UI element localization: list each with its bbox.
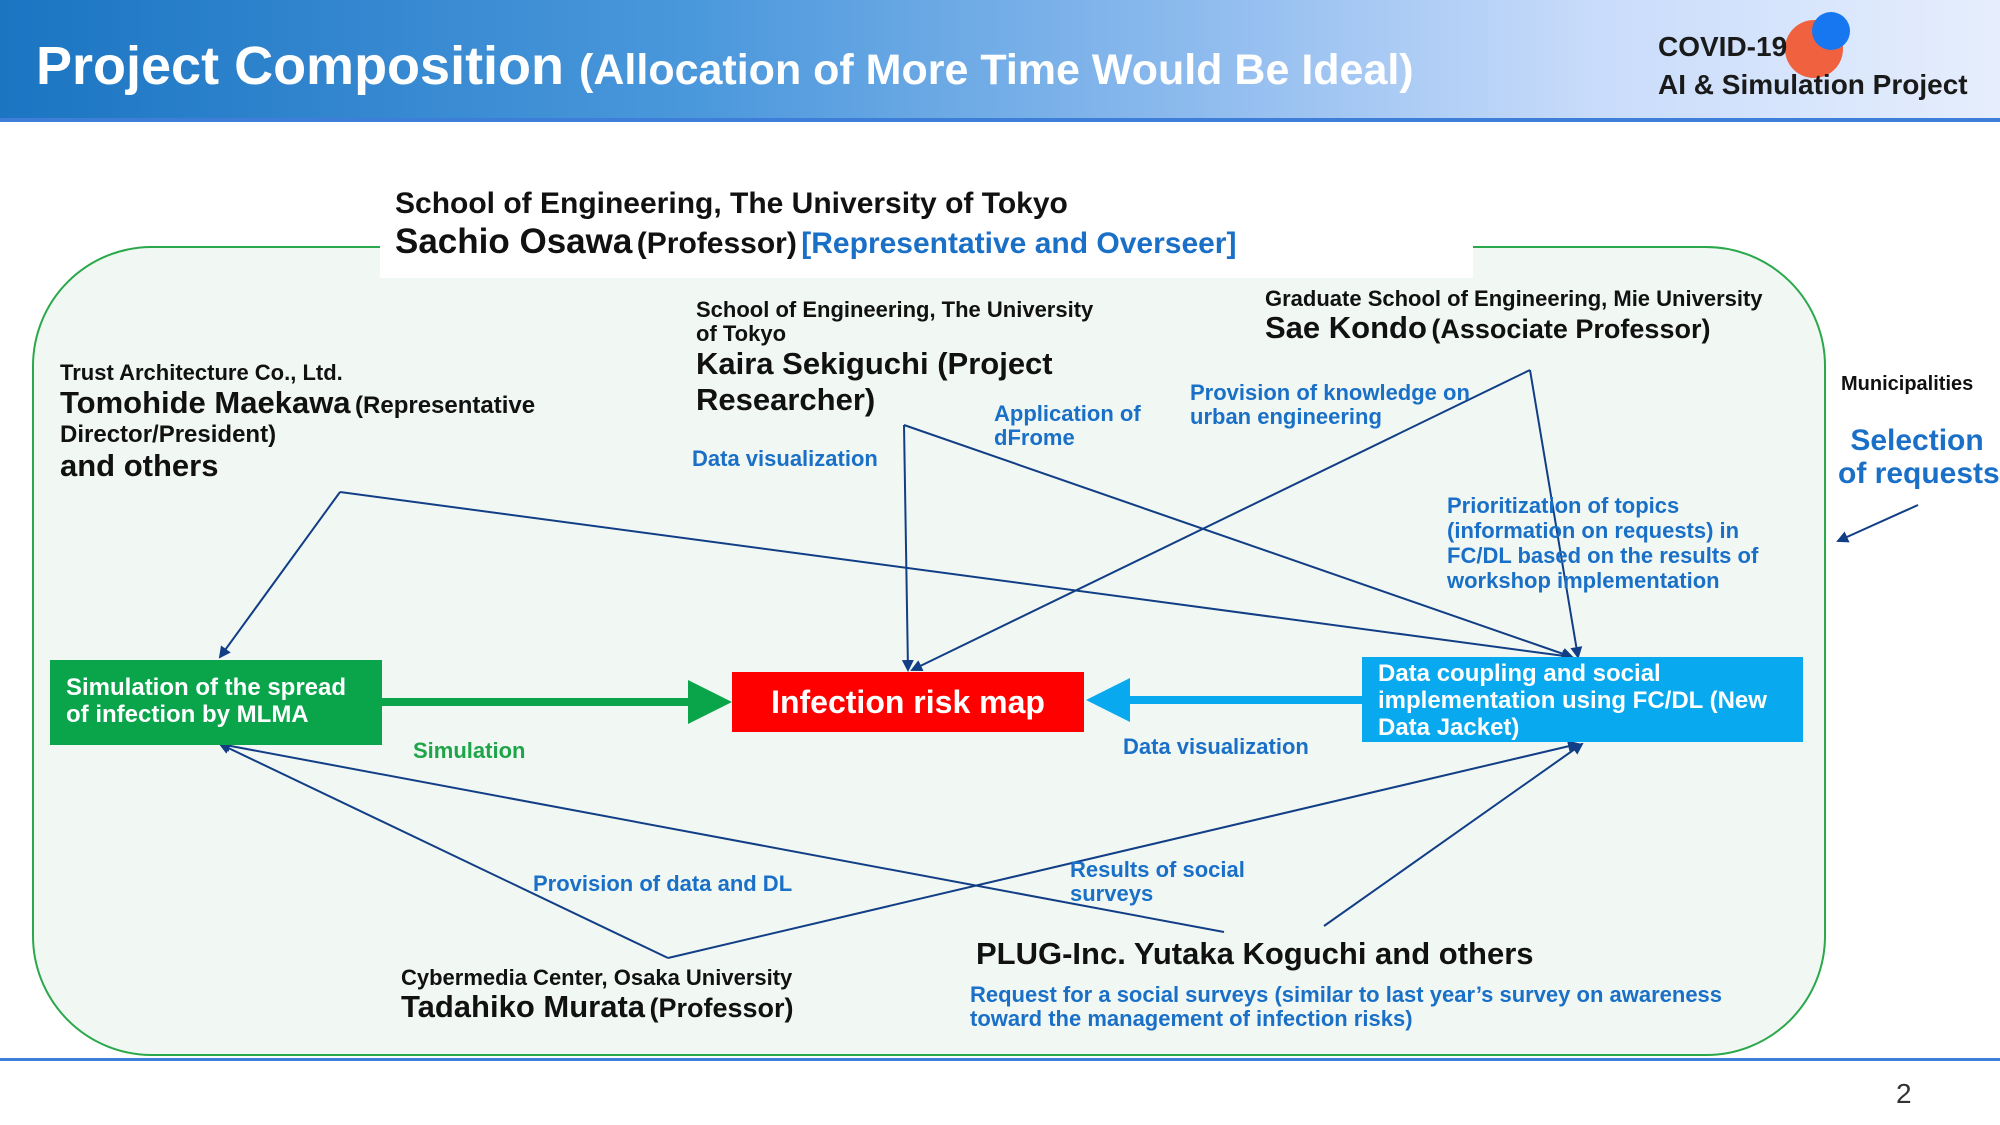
maekawa-role-line-1: (Representative [355, 392, 536, 419]
simulation-node-line-1: Simulation of the spread [66, 674, 347, 701]
label-provision-knowledge-line-2: urban engineering [1190, 404, 1382, 429]
label-prioritization-line-3: FC/DL based on the results of [1447, 543, 1759, 568]
label-data-visualization-right: Data visualization [1123, 734, 1309, 759]
arrow-maekawa-to-datacoupling [339, 491, 1574, 662]
label-results-social-line-1: Results of social [1070, 857, 1245, 882]
arrow-murata-to-simulation [218, 742, 669, 959]
maekawa-org: Trust Architecture Co., Ltd. [60, 360, 343, 385]
label-simulation: Simulation [413, 738, 526, 763]
kondo-org: Graduate School of Engineering, Mie Univ… [1265, 286, 1763, 311]
footer-line [0, 1058, 2000, 1061]
kondo-role: (Associate Professor) [1431, 314, 1711, 344]
logo-blue-circle-icon [1812, 12, 1850, 50]
sekiguchi-org-line-1: School of Engineering, The University [696, 297, 1094, 322]
maekawa-role-line-2: Director/President) [60, 421, 277, 448]
title-underline [0, 118, 2000, 122]
label-data-visualization-top: Data visualization [692, 446, 878, 471]
plug-note-line-1: Request for a social surveys (similar to… [970, 982, 1723, 1007]
arrow-sekiguchi-to-datacoupling [903, 424, 1574, 660]
simulation-node-line-2: of infection by MLMA [66, 701, 309, 728]
label-prioritization-line-2: (information on requests) in [1447, 518, 1740, 543]
plug-note-line-2: toward the management of infection risks… [970, 1006, 1413, 1031]
selection-line-1: Selection [1850, 424, 1984, 457]
label-results-social-line-2: surveys [1070, 881, 1154, 906]
title-main: Project Composition [36, 36, 565, 96]
sekiguchi-org-line-2: of Tokyo [696, 321, 787, 346]
sekiguchi-name-line-1: Kaira Sekiguchi (Project [696, 346, 1053, 381]
arrow-plug-to-datacoupling [1323, 742, 1584, 927]
lead-person: Sachio Osawa (Professor) [Representative… [395, 224, 1236, 261]
arrow-sekiguchi-to-riskmap [901, 424, 914, 672]
murata-role: (Professor) [649, 993, 794, 1023]
data-visualization-arrow-head [1086, 678, 1130, 722]
lead-role: (Professor) [636, 227, 797, 260]
arrow-maekawa-to-simulation [218, 491, 341, 659]
maekawa-others: and others [60, 448, 219, 483]
label-provision-data-dl: Provision of data and DL [533, 871, 793, 896]
label-application-line-2: dFrome [994, 425, 1075, 450]
murata-org: Cybermedia Center, Osaka University [401, 965, 793, 990]
plug-name: PLUG-Inc. Yutaka Koguchi and others [976, 936, 1534, 971]
arrow-plug-to-simulation [218, 739, 1225, 933]
label-provision-knowledge-line-1: Provision of knowledge on [1190, 380, 1470, 405]
arrow-kondo-to-datacoupling [1529, 369, 1583, 659]
data-coupling-line-2: implementation using FC/DL (New [1378, 687, 1767, 714]
murata-name: Tadahiko Murata [401, 989, 646, 1024]
page-number: 2 [1896, 1078, 1912, 1109]
lead-tag: [Representative and Overseer] [801, 227, 1237, 260]
arrow-municipalities [1836, 504, 1919, 543]
simulation-arrow-head [688, 680, 732, 724]
infection-risk-map-node: Infection risk map [732, 672, 1084, 732]
murata-person: Tadahiko Murata (Professor) [401, 989, 794, 1024]
label-application-line-1: Application of [994, 401, 1141, 426]
kondo-person: Sae Kondo (Associate Professor) [1265, 310, 1710, 345]
lead-label-background [380, 180, 1473, 278]
sekiguchi-name-line-2: Researcher) [696, 382, 876, 417]
selection-line-2: of requests [1838, 457, 2000, 490]
simulation-node: Simulation of the spread of infection by… [50, 660, 382, 745]
page-title: Project Composition (Allocation of More … [36, 34, 1414, 102]
maekawa-person: Tomohide Maekawa (Representative [60, 385, 535, 420]
lead-name: Sachio Osawa [395, 222, 633, 261]
kondo-name: Sae Kondo [1265, 310, 1427, 345]
data-coupling-node: Data coupling and social implementation … [1362, 657, 1803, 742]
lead-org: School of Engineering, The University of… [395, 187, 1068, 220]
data-coupling-line-1: Data coupling and social [1378, 660, 1661, 687]
logo-line-1: COVID-19 [1658, 31, 1788, 62]
project-logo: COVID-19 AI & Simulation Project [1658, 28, 1968, 104]
maekawa-name: Tomohide Maekawa [60, 385, 351, 420]
arrow-murata-to-datacoupling [667, 740, 1580, 959]
label-prioritization-line-1: Prioritization of topics [1447, 493, 1680, 518]
label-prioritization-line-4: workshop implementation [1447, 568, 1720, 593]
data-coupling-line-3: Data Jacket) [1378, 714, 1520, 741]
title-bar [0, 0, 2000, 118]
municipalities-label: Municipalities [1841, 373, 1974, 395]
title-subtitle: (Allocation of More Time Would Be Ideal) [579, 46, 1414, 94]
selection-of-requests: Selection of requests [1838, 424, 2000, 490]
logo-line-2: AI & Simulation Project [1658, 69, 1968, 100]
arrow-kondo-to-riskmap [910, 369, 1531, 672]
